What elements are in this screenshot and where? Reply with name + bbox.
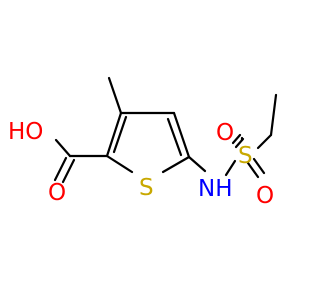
bond-s-o-top-b	[231, 133, 242, 145]
bond-cooh-o-double-b	[61, 158, 76, 184]
hydroxyl-label: HO	[8, 119, 43, 145]
sulfonyl-oxygen-bottom-label: O	[256, 183, 274, 209]
amine-label: NH	[198, 176, 233, 202]
bond-s-ethyl	[256, 133, 273, 150]
structure-diagram: HO O S NH S O O	[8, 76, 278, 209]
bond-c5-s1	[161, 155, 191, 174]
ring-sulfur-label: S	[139, 175, 154, 201]
sulfonyl-sulfur-label: S	[238, 143, 253, 169]
bond-cooh-oh	[54, 138, 72, 158]
bond-c2-c3	[105, 111, 123, 158]
bond-s-o-top-a	[234, 137, 245, 149]
carbonyl-oxygen-label: O	[48, 180, 66, 206]
bond-s-o-bottom-a	[246, 161, 260, 179]
bond-nh-s	[224, 159, 237, 177]
sulfonyl-oxygen-top-label: O	[216, 120, 234, 146]
bond-c2-c3-inner	[112, 115, 128, 154]
bond-s-o-bottom-b	[252, 157, 266, 175]
bond-c4-c5	[172, 111, 191, 159]
thiophene-ring	[105, 111, 191, 174]
bond-c5-nh	[187, 155, 207, 173]
bond-s1-c2	[105, 154, 134, 174]
bond-c4-c5-inner	[166, 117, 183, 157]
sulfonamide-group	[187, 93, 278, 179]
bond-ethyl	[269, 93, 278, 137]
bond-cooh-o-double-a	[53, 156, 68, 182]
bond-methyl	[107, 76, 123, 115]
carboxyl-group	[53, 138, 109, 184]
molecule-canvas: HO O S NH S O O	[8, 76, 278, 209]
